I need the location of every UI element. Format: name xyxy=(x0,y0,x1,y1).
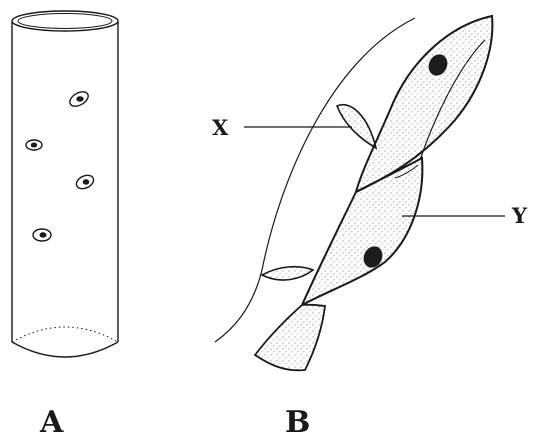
panel-label-b: B xyxy=(285,408,310,438)
tube-cell xyxy=(33,229,51,241)
panel-label-a: A xyxy=(40,408,63,438)
wall-cell xyxy=(262,267,313,280)
label-y: Y xyxy=(512,205,527,226)
tube-cell xyxy=(67,89,90,109)
lower-partial-cell xyxy=(255,305,325,371)
label-x: X xyxy=(212,117,228,138)
tube-cell xyxy=(26,140,42,150)
vessel-diagram-b xyxy=(215,16,505,370)
tube-diagram-a xyxy=(12,11,118,357)
tube-cell xyxy=(74,173,95,191)
upper-cell xyxy=(356,16,492,192)
tube-bottom-edge xyxy=(12,342,118,357)
